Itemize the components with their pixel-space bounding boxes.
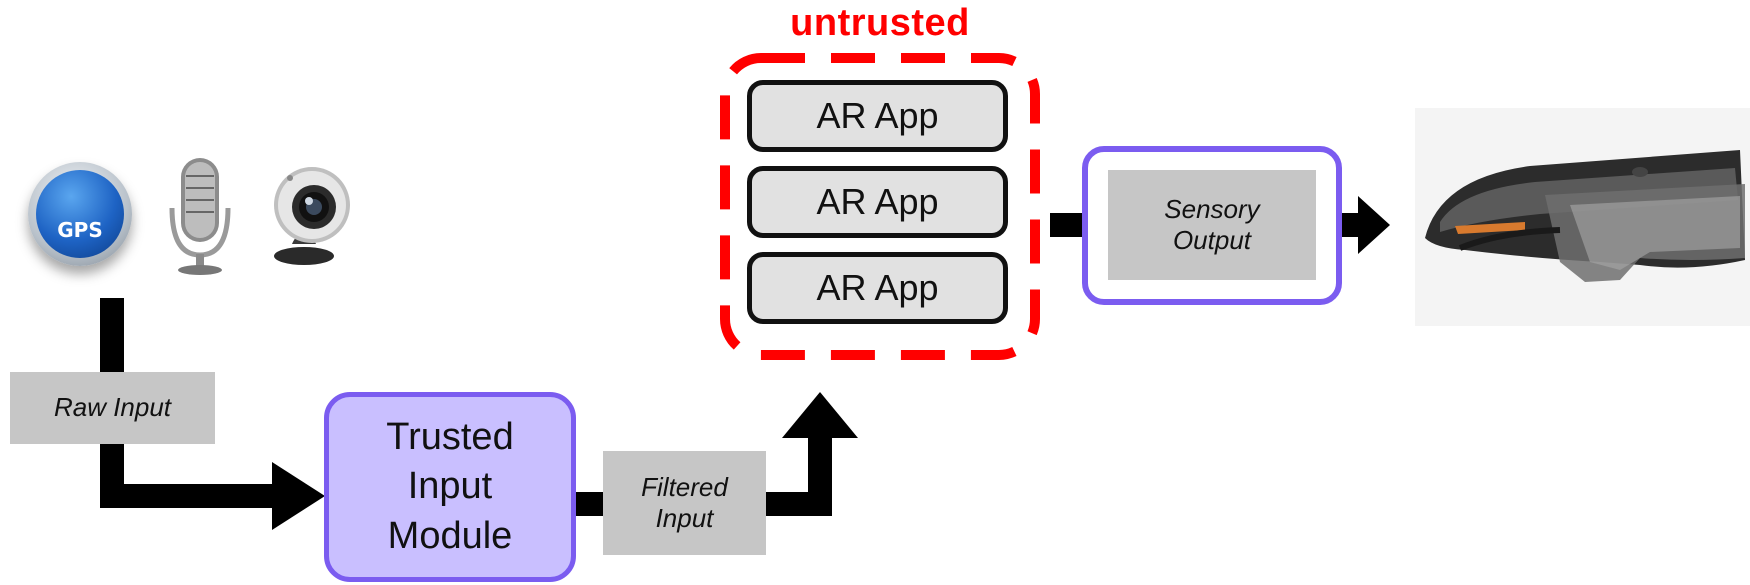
untrusted-boundary <box>720 53 1040 360</box>
gps-globe <box>36 170 124 258</box>
ar-headset-icon <box>1415 108 1750 326</box>
sensory-output-line-2: Output <box>1172 225 1252 255</box>
output-to-headset-arrow <box>1340 196 1390 254</box>
untrusted-label: untrusted <box>790 2 970 44</box>
apps-to-output-arrow <box>1050 213 1086 237</box>
filtered-input-line-2: Input <box>655 503 714 533</box>
trusted-module-line-2: Input <box>407 465 493 508</box>
ar-app-box-2: AR App <box>747 166 1008 238</box>
filtered-input-label: Filtered Input <box>603 451 766 555</box>
microphone-icon <box>169 158 231 275</box>
trusted-module-line-3: Module <box>387 514 513 557</box>
trusted-input-module: Trusted Input Module <box>324 392 576 582</box>
raw-input-label: Raw Input <box>10 372 215 444</box>
trusted-module-line-1: Trusted <box>386 415 514 458</box>
webcam-icon <box>274 167 350 265</box>
sensory-output-label: Sensory Output <box>1108 170 1316 280</box>
sensory-output-line-1: Sensory <box>1164 193 1260 224</box>
ar-app-box-3: AR App <box>747 252 1008 324</box>
filtered-input-line-1: Filtered <box>641 471 728 502</box>
ar-app-box-1: AR App <box>747 80 1008 152</box>
gps-label: GPS <box>57 218 103 242</box>
